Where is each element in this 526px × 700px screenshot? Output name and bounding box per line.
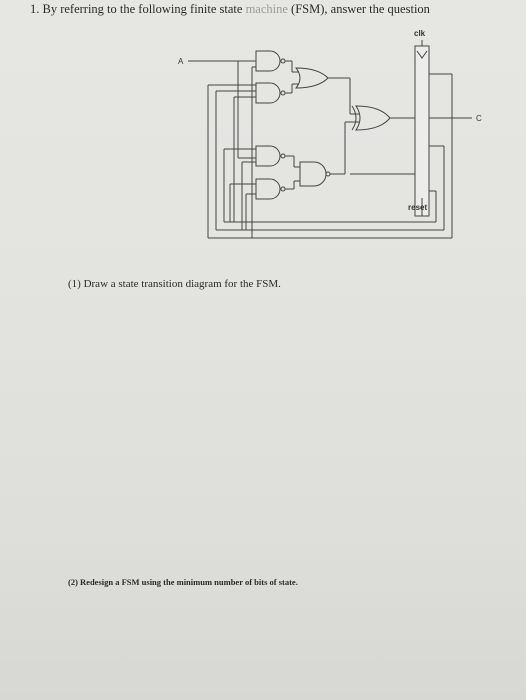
input-label-a: A	[178, 57, 184, 66]
part-1-prompt: (1) Draw a state transition diagram for …	[68, 278, 281, 290]
and-gate-1	[255, 50, 281, 72]
question-title: 1. By referring to the following finite …	[30, 2, 430, 17]
fsm-circuit-diagram: A C clk reset	[178, 29, 482, 239]
or-gate-1	[294, 67, 329, 89]
clock-label: clk	[414, 29, 426, 38]
and-gate-2	[255, 82, 281, 104]
state-register	[414, 45, 430, 217]
reset-label: reset	[408, 203, 427, 212]
output-label-c: C	[476, 114, 482, 123]
or-gate-2	[355, 105, 391, 131]
question-number: 1.	[30, 2, 40, 16]
and-gate-3	[255, 145, 281, 167]
question-text-after: (FSM), answer the question	[291, 2, 430, 16]
and-gate-5	[299, 161, 327, 187]
question-text-faded: machine	[245, 2, 288, 16]
and-gate-4	[255, 178, 281, 200]
part-2-prompt: (2) Redesign a FSM using the minimum num…	[68, 577, 298, 587]
question-text-before: By referring to the following finite sta…	[42, 2, 243, 16]
